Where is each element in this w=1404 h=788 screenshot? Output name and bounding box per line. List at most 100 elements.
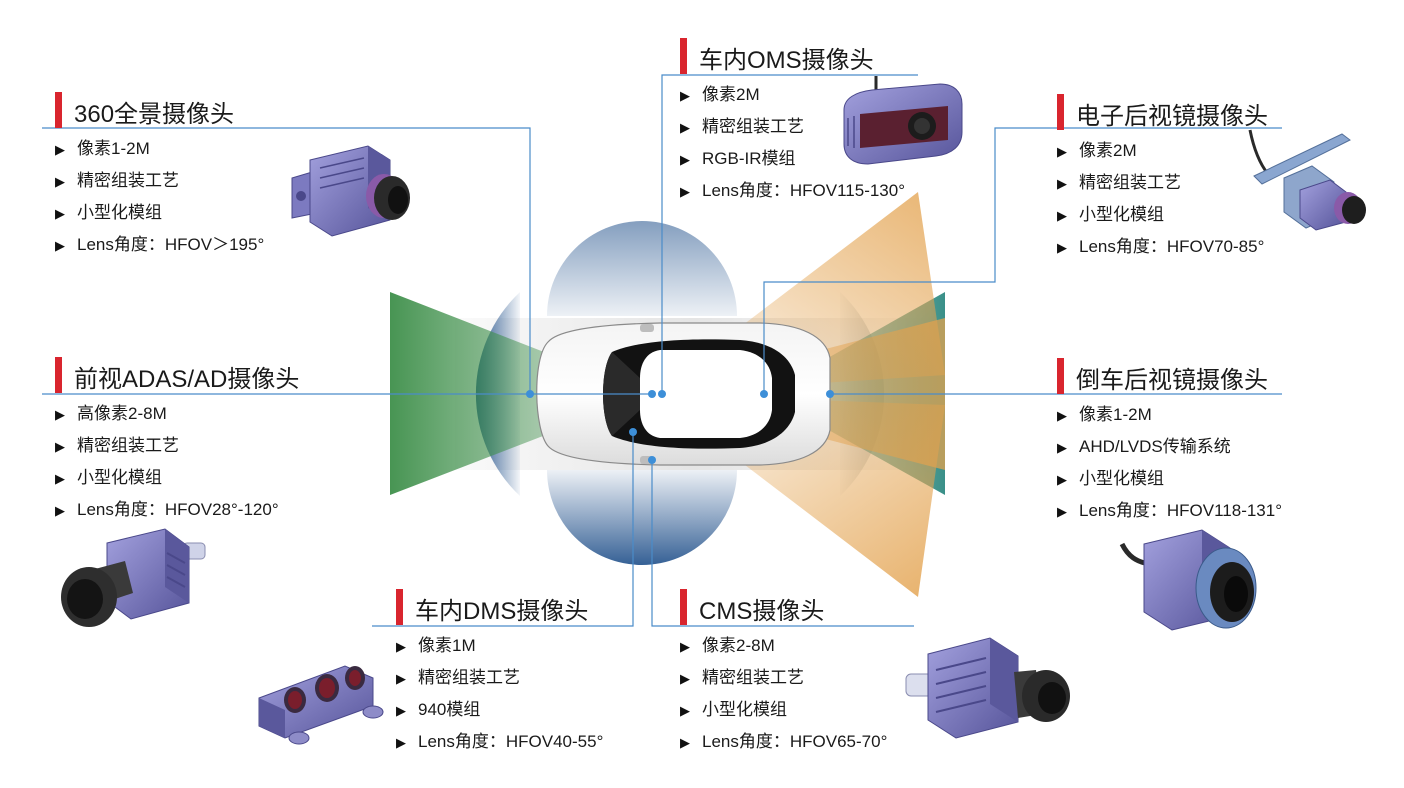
block-dms: 车内DMS摄像头 ▶像素1M ▶精密组装工艺 ▶940模组 ▶Lens角度：HF… xyxy=(396,587,603,759)
feature-item: ▶Lens角度：HFOV＞195° xyxy=(55,230,264,262)
feature-item: ▶精密组装工艺 xyxy=(55,431,279,463)
bullet-icon: ▶ xyxy=(55,206,65,221)
feature-item: ▶像素1-2M xyxy=(1057,400,1282,432)
block-surround: 360全景摄像头 ▶像素1-2M ▶精密组装工艺 ▶小型化模组 ▶Lens角度：… xyxy=(55,90,264,262)
camera-markers xyxy=(526,390,834,464)
bullet-icon: ▶ xyxy=(396,703,406,718)
marker-mirror xyxy=(760,390,768,398)
marker-cms xyxy=(648,456,656,464)
bullet-icon: ▶ xyxy=(680,735,690,750)
fov-side-bottom xyxy=(547,470,737,565)
bullet-icon: ▶ xyxy=(680,152,690,167)
bullet-icon: ▶ xyxy=(1057,472,1067,487)
feature-item: ▶像素2M xyxy=(680,80,905,112)
feature-item: ▶940模组 xyxy=(396,695,603,727)
feature-item: ▶像素2-8M xyxy=(680,631,887,663)
bullet-icon: ▶ xyxy=(1057,176,1067,191)
feature-item: ▶RGB-IR模组 xyxy=(680,144,905,176)
bullet-icon: ▶ xyxy=(396,735,406,750)
feature-item: ▶Lens角度：HFOV28°-120° xyxy=(55,495,279,527)
dms-camera-icon xyxy=(258,665,384,745)
block-front: 前视ADAS/AD摄像头 ▶高像素2-8M ▶精密组装工艺 ▶小型化模组 ▶Le… xyxy=(55,355,299,527)
block-title: 倒车后视镜摄像头 xyxy=(1076,367,1268,394)
bullet-icon: ▶ xyxy=(680,184,690,199)
feature-item: ▶Lens角度：HFOV40-55° xyxy=(396,727,603,759)
bullet-icon: ▶ xyxy=(55,503,65,518)
bullet-icon: ▶ xyxy=(55,174,65,189)
bullet-icon: ▶ xyxy=(680,88,690,103)
block-title: 车内OMS摄像头 xyxy=(699,47,874,74)
bullet-icon: ▶ xyxy=(680,120,690,135)
front-camera-icon xyxy=(61,528,206,627)
connector-lines xyxy=(42,74,1282,627)
block-title: 电子后视镜摄像头 xyxy=(1076,103,1268,130)
feature-item: ▶精密组装工艺 xyxy=(680,112,905,144)
marker-surround-front xyxy=(526,390,534,398)
bullet-icon: ▶ xyxy=(1057,208,1067,223)
accent-bar xyxy=(1057,94,1064,130)
feature-item: ▶Lens角度：HFOV115-130° xyxy=(680,176,905,208)
accent-bar xyxy=(680,589,687,625)
car-top-view xyxy=(536,322,831,466)
bullet-icon: ▶ xyxy=(396,671,406,686)
oms-camera-icon xyxy=(843,76,963,165)
block-title: 车内DMS摄像头 xyxy=(415,598,589,625)
bullet-icon: ▶ xyxy=(680,639,690,654)
bullet-icon: ▶ xyxy=(1057,504,1067,519)
feature-item: ▶高像素2-8M xyxy=(55,399,279,431)
feature-item: ▶像素2M xyxy=(1057,136,1264,168)
mirror-camera-icon xyxy=(1248,129,1366,231)
feature-item: ▶精密组装工艺 xyxy=(396,663,603,695)
feature-item: ▶像素1M xyxy=(396,631,603,663)
marker-rear xyxy=(826,390,834,398)
line-dms xyxy=(372,432,634,627)
bullet-icon: ▶ xyxy=(1057,240,1067,255)
feature-item: ▶小型化模组 xyxy=(1057,200,1264,232)
block-mirror: 电子后视镜摄像头 ▶像素2M ▶精密组装工艺 ▶小型化模组 ▶Lens角度：HF… xyxy=(1057,92,1268,264)
feature-item: ▶小型化模组 xyxy=(55,463,279,495)
feature-item: ▶Lens角度：HFOV118-131° xyxy=(1057,496,1282,528)
bullet-icon: ▶ xyxy=(680,671,690,686)
accent-bar xyxy=(396,589,403,625)
feature-item: ▶精密组装工艺 xyxy=(1057,168,1264,200)
line-cms xyxy=(651,460,914,627)
marker-oms xyxy=(658,390,666,398)
feature-item: ▶小型化模组 xyxy=(680,695,887,727)
bullet-icon: ▶ xyxy=(55,407,65,422)
rear-camera-icon xyxy=(1119,529,1257,631)
bullet-icon: ▶ xyxy=(1057,144,1067,159)
bullet-icon: ▶ xyxy=(680,703,690,718)
feature-item: ▶精密组装工艺 xyxy=(55,166,264,198)
bullet-icon: ▶ xyxy=(1057,408,1067,423)
accent-bar xyxy=(680,38,687,74)
bullet-icon: ▶ xyxy=(396,639,406,654)
block-title: CMS摄像头 xyxy=(699,598,825,625)
feature-item: ▶小型化模组 xyxy=(1057,464,1282,496)
line-mirror xyxy=(763,127,1282,394)
bullet-icon: ▶ xyxy=(1057,440,1067,455)
block-oms: 车内OMS摄像头 ▶像素2M ▶精密组装工艺 ▶RGB-IR模组 ▶Lens角度… xyxy=(680,36,905,208)
accent-bar xyxy=(55,357,62,393)
feature-item: ▶像素1-2M xyxy=(55,134,264,166)
surround-camera-icon xyxy=(291,145,410,237)
block-title: 360全景摄像头 xyxy=(74,101,235,128)
bullet-icon: ▶ xyxy=(55,142,65,157)
feature-item: ▶精密组装工艺 xyxy=(680,663,887,695)
line-surround xyxy=(42,127,531,394)
block-rear: 倒车后视镜摄像头 ▶像素1-2M ▶AHD/LVDS传输系统 ▶小型化模组 ▶L… xyxy=(1057,356,1282,528)
block-title: 前视ADAS/AD摄像头 xyxy=(74,366,300,393)
accent-bar xyxy=(1057,358,1064,394)
bullet-icon: ▶ xyxy=(55,439,65,454)
line-oms xyxy=(661,74,918,394)
bullet-icon: ▶ xyxy=(55,238,65,253)
feature-item: ▶AHD/LVDS传输系统 xyxy=(1057,432,1282,464)
marker-front xyxy=(648,390,656,398)
feature-item: ▶小型化模组 xyxy=(55,198,264,230)
fov-side-top xyxy=(547,221,737,316)
accent-bar xyxy=(55,92,62,128)
block-cms: CMS摄像头 ▶像素2-8M ▶精密组装工艺 ▶小型化模组 ▶Lens角度：HF… xyxy=(680,587,887,759)
marker-dms xyxy=(629,428,637,436)
bullet-icon: ▶ xyxy=(55,471,65,486)
